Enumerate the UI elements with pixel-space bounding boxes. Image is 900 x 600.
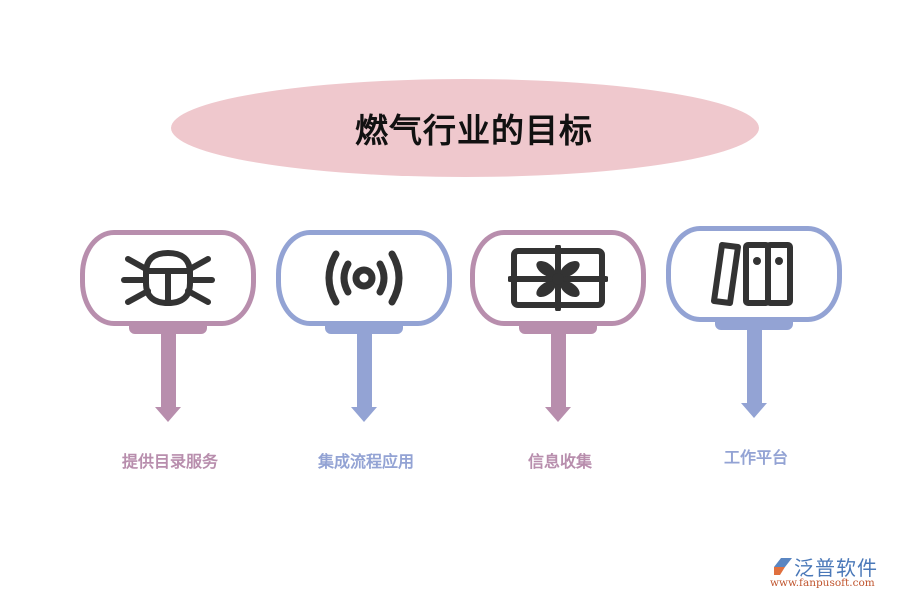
arrow-down-icon — [351, 407, 377, 422]
broadcast-icon — [325, 250, 403, 306]
arrow-stem — [357, 330, 372, 407]
arrow-stem — [551, 330, 566, 407]
goal-label: 提供目录服务 — [121, 452, 218, 471]
fanpu-logo-icon — [774, 558, 792, 575]
arrow-down-icon — [741, 403, 767, 418]
bug-icon — [121, 249, 215, 307]
arrow-down-icon — [545, 407, 571, 422]
brand-logo: 泛普软件 www.fanpusoft.com — [770, 552, 894, 594]
icon-card — [470, 230, 646, 326]
goal-label: 集成流程应用 — [317, 452, 414, 471]
goal-node-directory-service: 提供目录服务 — [80, 230, 260, 490]
goal-label: 信息收集 — [527, 452, 592, 471]
goal-label: 工作平台 — [723, 448, 788, 467]
arrow-stem — [747, 326, 762, 403]
arrow-stem — [161, 330, 176, 407]
goal-node-info-collection: 信息收集 — [470, 230, 650, 490]
brand-name: 泛普软件 — [794, 556, 878, 580]
icon-card — [666, 226, 842, 322]
gift-icon — [508, 245, 608, 311]
goal-node-work-platform: 工作平台 — [666, 226, 846, 486]
icon-card — [80, 230, 256, 326]
page-title: 燃气行业的目标 — [355, 111, 593, 150]
brand-url: www.fanpusoft.com — [770, 577, 875, 589]
goal-node-integrated-process: 集成流程应用 — [276, 230, 456, 490]
icon-card — [276, 230, 452, 326]
binders-icon — [711, 242, 793, 306]
arrow-down-icon — [155, 407, 181, 422]
title-banner — [171, 79, 759, 177]
